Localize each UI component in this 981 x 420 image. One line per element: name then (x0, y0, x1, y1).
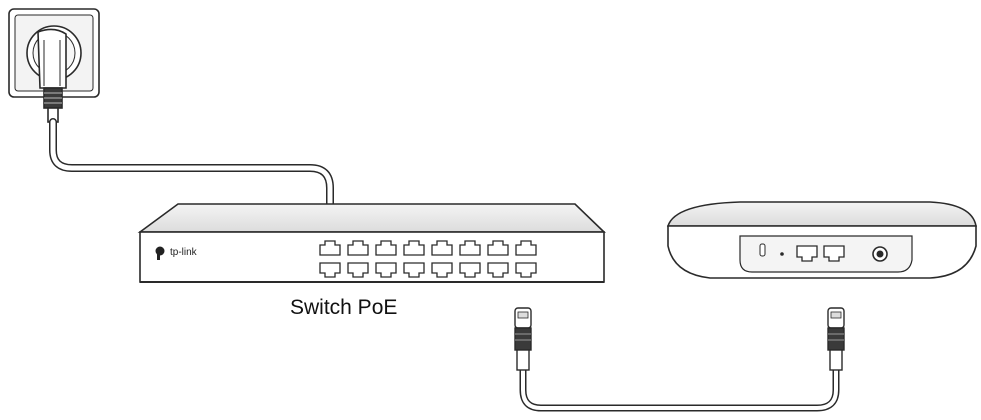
switch-port (515, 240, 537, 256)
switch-port (319, 240, 341, 256)
rj45-connector-icon (827, 307, 845, 371)
switch-port (487, 240, 509, 256)
switch-port (515, 262, 537, 278)
switch-caption: Switch PoE (290, 296, 398, 319)
access-point-port (823, 245, 845, 262)
rj45-connector-icon (514, 307, 532, 371)
switch-port-grid (319, 240, 537, 278)
switch-port (375, 240, 397, 256)
power-cable (49, 118, 334, 210)
switch-port (403, 262, 425, 278)
access-point-port-group (796, 245, 845, 262)
brand-logo: tp-link (155, 246, 198, 260)
switch-port (459, 262, 481, 278)
switch-port (319, 262, 341, 278)
switch-port (375, 262, 397, 278)
ethernet-cable (519, 366, 840, 412)
switch-port (431, 240, 453, 256)
switch-port (347, 240, 369, 256)
access-point-icon (666, 201, 977, 279)
switch-port (459, 240, 481, 256)
switch-port (431, 262, 453, 278)
switch-port (347, 262, 369, 278)
brand-text: tp-link (170, 247, 198, 258)
poe-switch-icon: tp-link (137, 203, 606, 283)
switch-port (403, 240, 425, 256)
switch-port (487, 262, 509, 278)
power-plug-icon (37, 28, 67, 123)
access-point-port (796, 245, 818, 262)
